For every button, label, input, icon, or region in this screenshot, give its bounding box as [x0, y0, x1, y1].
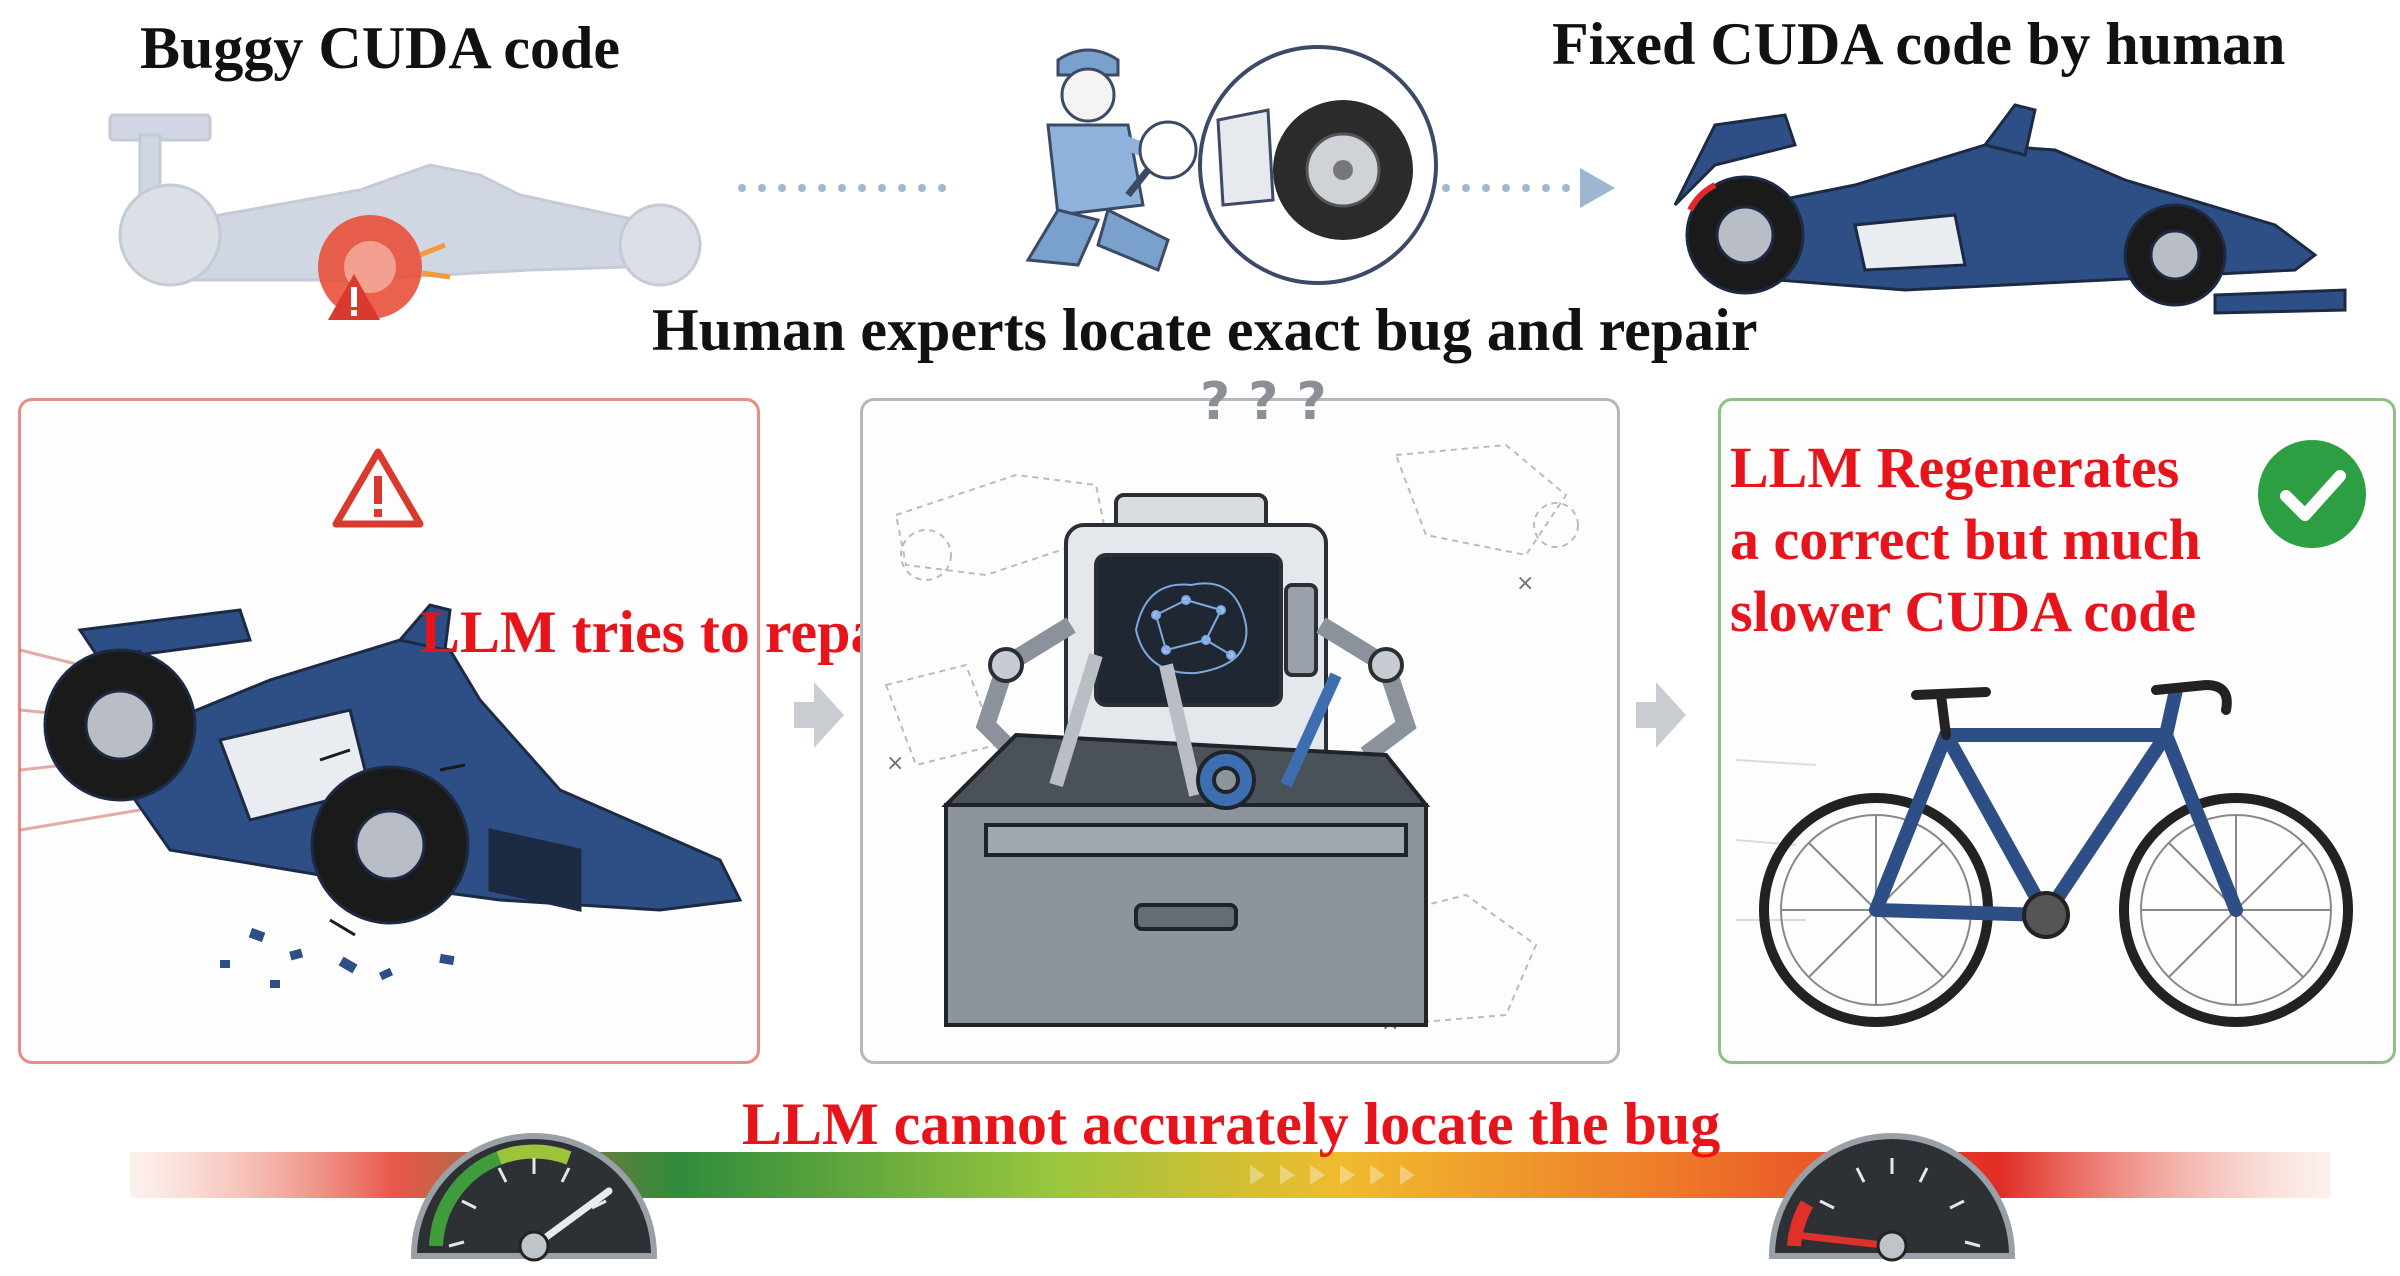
- fast-speedometer-icon: [410, 1133, 658, 1262]
- buggy-code-title: Buggy CUDA code: [140, 15, 621, 81]
- llm-regenerates-line-1: LLM Regenerates: [1730, 435, 2180, 500]
- slow-speedometer-icon: [1768, 1133, 2016, 1262]
- arrow-right-icon: [794, 682, 844, 748]
- llm-regenerates-line-3: slower CUDA code: [1730, 579, 2197, 644]
- robot-with-toolbox-illustration: × × ×: [884, 443, 1579, 1036]
- crashed-race-car-illustration: [19, 603, 743, 988]
- question-marks: ? ? ?: [1200, 372, 1327, 432]
- svg-text:×: ×: [1516, 571, 1534, 596]
- dotted-arrow-1: [738, 184, 946, 192]
- human-experts-caption: Human experts locate exact bug and repai…: [652, 297, 1758, 363]
- fixed-race-car-illustration: [1673, 103, 2347, 315]
- faded-buggy-car-illustration: [108, 113, 703, 319]
- llm-tries-to-repair-label: LLM tries to repair: [420, 599, 924, 665]
- warning-icon: [328, 274, 380, 320]
- fixed-code-title: Fixed CUDA code by human: [1552, 11, 2286, 77]
- check-icon: [2258, 440, 2366, 548]
- bicycle-illustration: [1735, 679, 2353, 1027]
- llm-cannot-locate-caption: LLM cannot accurately locate the bug: [742, 1091, 1721, 1157]
- llm-regenerates-line-2: a correct but much: [1730, 507, 2201, 572]
- svg-text:×: ×: [886, 751, 904, 776]
- magnified-wheel: [1198, 45, 1438, 285]
- dotted-arrow-2: [1442, 168, 1615, 208]
- llm-regenerates-label: LLM Regenerates a correct but much slowe…: [1730, 432, 2201, 648]
- arrow-right-icon: [1636, 682, 1686, 748]
- warning-icon: [332, 448, 424, 528]
- human-expert-mechanic-illustration: [1025, 45, 1438, 285]
